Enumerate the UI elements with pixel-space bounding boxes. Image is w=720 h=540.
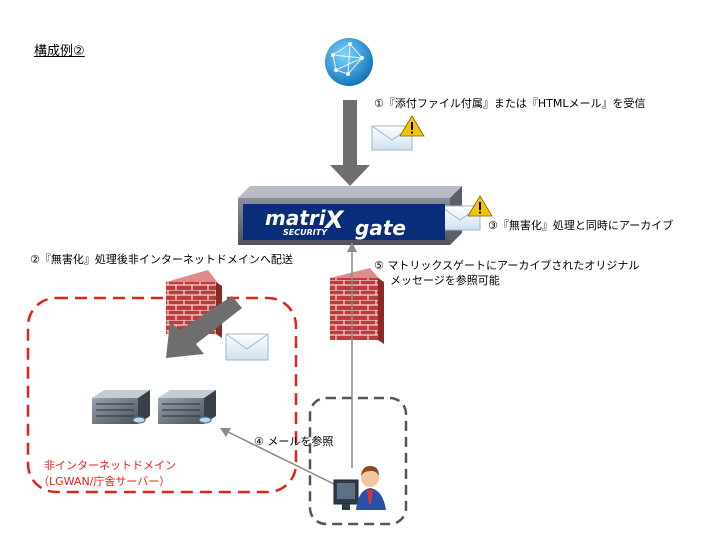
globe-icon: [325, 38, 373, 86]
server-icon: [92, 390, 150, 424]
delivered-mail-icon: [225, 333, 269, 361]
step-3-label: ③『無害化』処理と同時にアーカイブ: [488, 219, 674, 232]
step-5-label-line2: メッセージを参照可能: [390, 274, 500, 287]
brand-left: matri: [265, 206, 326, 230]
server-icon: [158, 390, 216, 424]
firewall-icon-right: [330, 268, 384, 344]
archive-warning-icon: [467, 195, 493, 217]
warning-icon: [399, 115, 425, 137]
archive-reference-arrow: [347, 242, 357, 468]
user-area-boundary: [308, 396, 408, 526]
step-5-label-line1: ⑤ マトリックスゲートにアーカイブされたオリジナル: [374, 259, 640, 272]
domain-label: 非インターネットドメイン: [44, 459, 176, 472]
user-pc-icon: [333, 466, 386, 510]
step-1-label: ①『添付ファイル付属』または『HTMLメール』を受信: [374, 97, 646, 110]
page-title: 構成例②: [34, 44, 85, 59]
delivery-arrow: [166, 296, 242, 358]
inbound-arrow: [330, 100, 370, 186]
brand-right: gate: [355, 216, 406, 240]
brand-sub: SECURITY: [283, 228, 327, 237]
appliance-logo: matri X gate SECURITY: [243, 204, 445, 240]
step-2-label: ②『無害化』処理後非インターネットドメインへ配送: [30, 253, 293, 266]
brand-x: X: [325, 206, 344, 234]
step-4-label: ④ メールを参照: [254, 435, 334, 448]
mail-reference-arrow: [220, 428, 339, 487]
domain-sublabel: （LGWAN/庁舎サーバー）: [38, 475, 171, 488]
non-internet-domain-boundary: [26, 296, 298, 494]
